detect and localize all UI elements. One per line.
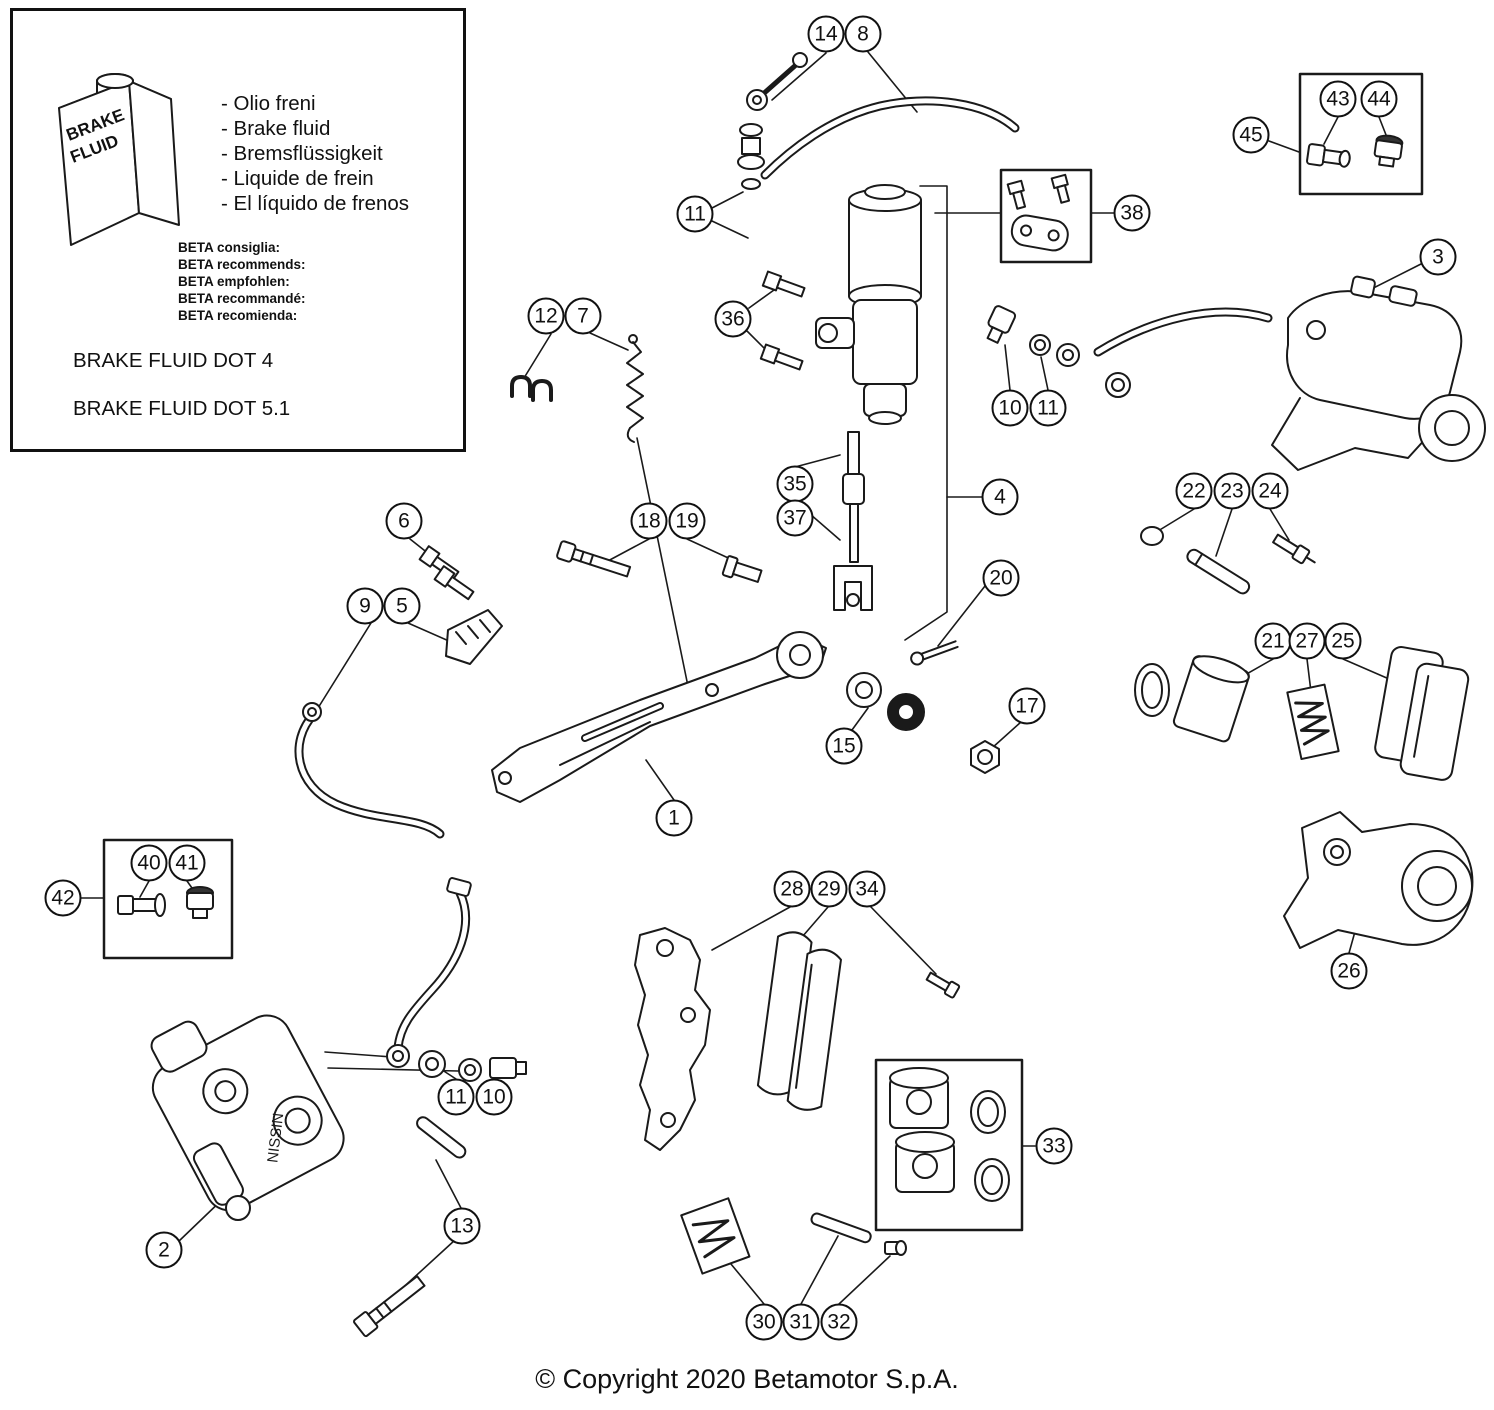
master-cylinder-drawing: [815, 184, 922, 425]
clip-drawing: [510, 375, 553, 402]
nut-drawing: [970, 740, 1000, 774]
piston-drawing-rear: [1134, 655, 1250, 743]
text-line: - Liquide de frein: [221, 167, 374, 190]
group-boxes: [102, 72, 1424, 1232]
pad-pin-drawing-13: [416, 1116, 467, 1159]
brake-pedal-drawing: [491, 631, 827, 803]
front-hose-drawing: [294, 702, 445, 839]
brake-pads-front-drawing: [756, 931, 842, 1111]
bolt-drawing-44: [1373, 134, 1404, 168]
return-spring-drawing: [626, 334, 644, 443]
cap-drawing-32: [884, 1240, 907, 1256]
bolt-drawing-43: [1306, 143, 1351, 168]
dot51-label: BRAKE FLUID DOT 5.1: [73, 397, 291, 420]
text-line: BETA recomienda:: [178, 308, 298, 323]
brake-fluid-name-list: - Olio freni- Brake fluid- Bremsflüssigk…: [221, 91, 409, 216]
cotter-pin-drawing: [910, 640, 959, 666]
brake-pads-rear-drawing: [1374, 646, 1470, 781]
bolt-drawing-41: [186, 886, 214, 919]
beta-recommendation-list: BETA consiglia: BETA recommends: BETA empf…: [178, 239, 306, 324]
fitting-drawing-front: [386, 1044, 527, 1082]
pivot-bolt-drawing: [556, 540, 632, 578]
push-rod-drawing: [833, 431, 873, 611]
caliper-bolt-drawing-13: [353, 1275, 426, 1338]
brake-fluid-bottle-drawing: BRAKE FLUID: [58, 73, 180, 246]
caliper-bracket-rear-drawing: [1283, 811, 1474, 949]
bleeder-drawing-34: [925, 971, 961, 999]
cover-plate-drawing-38: [1006, 173, 1071, 252]
bearing-drawing: [846, 672, 925, 731]
fitting-drawing-right: [986, 305, 1131, 398]
pad-spring-drawing-27: [1286, 683, 1340, 760]
text-line: - Brake fluid: [221, 117, 331, 140]
bolt-drawing-36b: [759, 343, 804, 371]
pad-spring-drawing-30: [680, 1197, 751, 1275]
caliper-banjo-hole: [225, 1195, 251, 1221]
caliper-brand-text: NISSIN: [264, 1112, 287, 1164]
front-caliper-hose-drawing: [393, 877, 472, 1053]
text-line: - Bremsflüssigkeit: [221, 142, 383, 165]
bolt-drawing-40: [117, 893, 166, 917]
banjo-fitting-drawing: [737, 52, 808, 190]
dot4-label: BRAKE FLUID DOT 4: [73, 349, 274, 372]
bleeder-drawing-24: [1272, 533, 1316, 565]
text-line: BETA empfohlen:: [178, 274, 290, 289]
pad-pin-drawing-23: [1186, 548, 1251, 595]
copyright-text: © Copyright 2020 Betamotor S.p.A.: [535, 1364, 959, 1394]
pedal-tip-drawing: [445, 609, 503, 665]
text-line: BETA consiglia:: [178, 240, 281, 255]
rear-caliper-drawing: [1271, 275, 1486, 471]
rear-caliper-hose-drawing: [1093, 307, 1273, 357]
bolt-drawing-6b: [433, 565, 475, 601]
clevis-pin-drawing: [721, 555, 763, 583]
text-line: BETA recommandé:: [178, 291, 306, 306]
piston-set-drawing-33: [889, 1067, 1010, 1202]
brake-fluid-info-box: BRAKE FLUID - Olio freni- Brake fluid- B…: [10, 8, 466, 452]
leader-lines: [80, 51, 1422, 1305]
text-line: - El líquido de frenos: [221, 192, 410, 215]
caliper-bracket-front-drawing: [634, 927, 711, 1151]
front-caliper-drawing: NISSIN: [150, 1014, 345, 1212]
pad-pin-drawing-31: [810, 1212, 872, 1244]
bolt-drawing-36a: [761, 270, 806, 298]
text-line: BETA recommends:: [178, 257, 306, 272]
text-line: - Olio freni: [221, 92, 316, 115]
rear-brake-hose-drawing: [760, 96, 1020, 180]
cap-drawing-22: [1140, 526, 1164, 546]
